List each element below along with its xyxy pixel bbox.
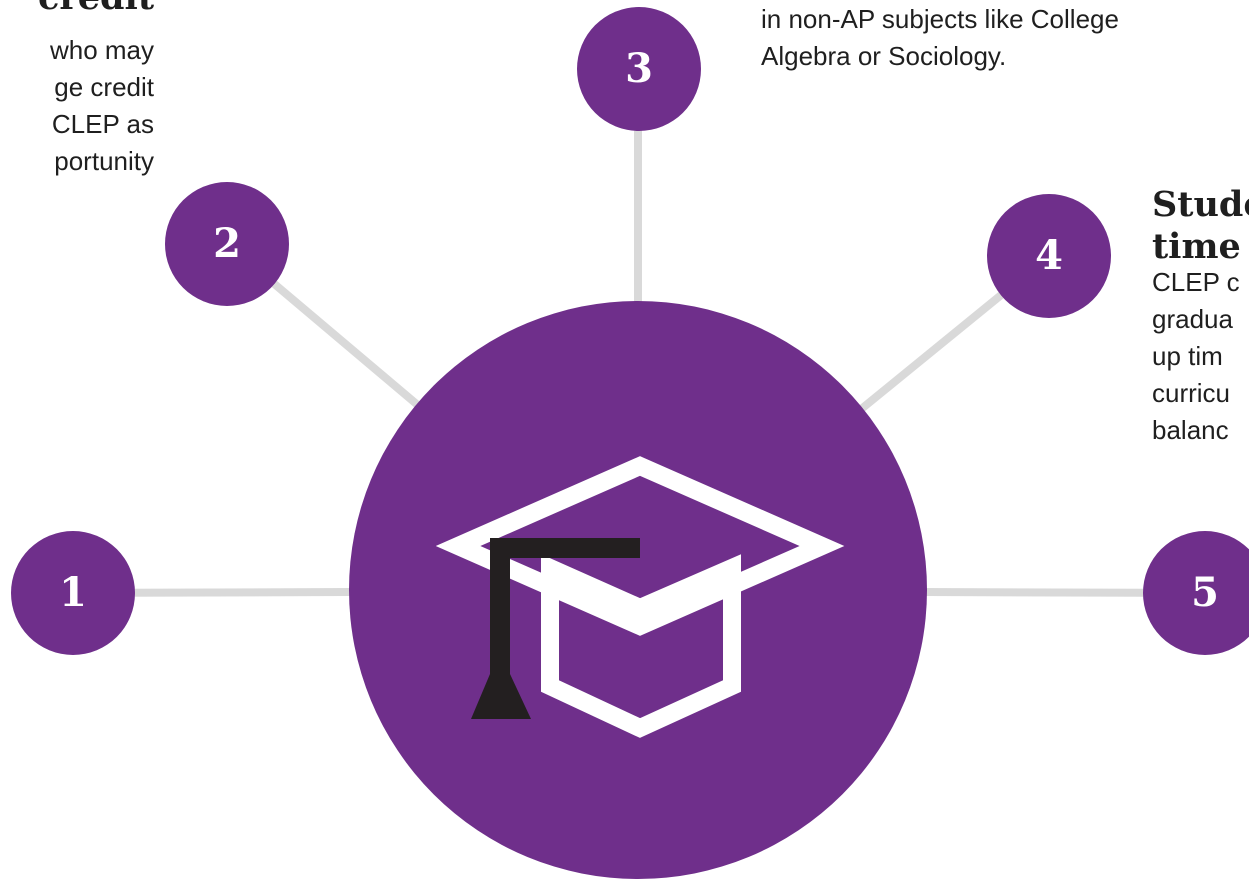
block-4-line: CLEP c	[1152, 267, 1240, 297]
block-4-body: CLEP c gradua up tim curricu balanc	[1152, 264, 1240, 449]
block-4-title-line: Stude	[1152, 184, 1249, 225]
block-4-line: balanc	[1152, 415, 1229, 445]
graduation-cap-icon	[436, 456, 845, 738]
node-4[interactable]: 4	[987, 194, 1111, 318]
block-2-line: CLEP as	[51, 109, 154, 139]
block-4-title-line: time	[1152, 226, 1241, 267]
block-3-line: in non-AP subjects like College	[761, 4, 1119, 34]
block-2-line: portunity	[54, 146, 154, 176]
block-2-body: who may ge credit CLEP as portunity	[50, 32, 154, 180]
node-3[interactable]: 3	[577, 7, 701, 131]
node-5[interactable]: 5	[1143, 531, 1249, 655]
block-4-line: curricu	[1152, 378, 1231, 408]
block-4-line: up tim	[1152, 341, 1223, 371]
center-hub	[349, 301, 927, 879]
block-3-body: in non-AP subjects like College Algebra …	[761, 1, 1119, 75]
block-4-line: gradua	[1152, 304, 1233, 334]
node-2[interactable]: 2	[165, 182, 289, 306]
block-3-line: Algebra or Sociology.	[761, 41, 1007, 71]
node-1[interactable]: 1	[11, 531, 135, 655]
block-2-line: who may	[49, 35, 154, 65]
block-4-title: Stude time	[1152, 184, 1249, 268]
block-2-line: ge credit	[54, 72, 154, 102]
block-2-title: credit	[38, 0, 154, 19]
